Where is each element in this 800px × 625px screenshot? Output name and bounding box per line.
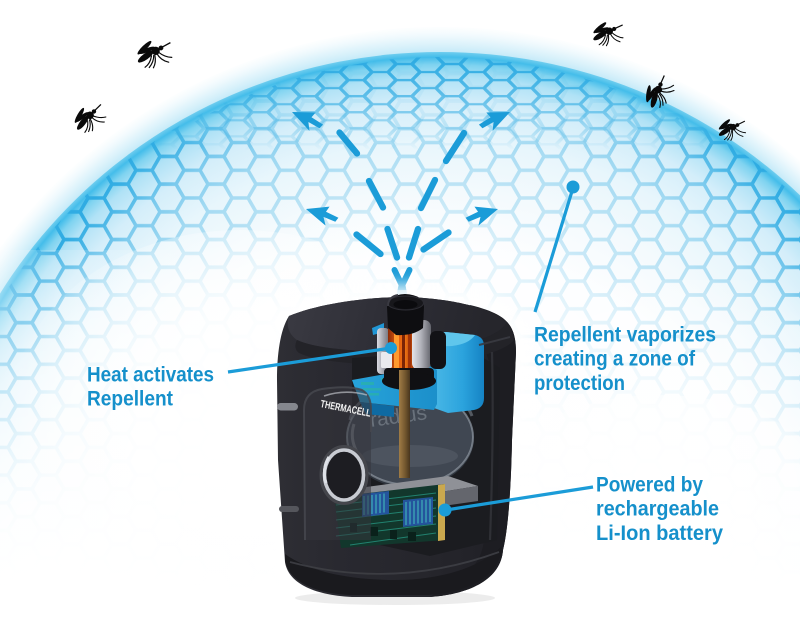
svg-text:rechargeable: rechargeable (596, 498, 719, 521)
svg-text:protection: protection (534, 372, 625, 395)
svg-text:Repellent: Repellent (87, 388, 173, 411)
svg-text:Heat activates: Heat activates (87, 364, 214, 387)
svg-text:Repellent vaporizes: Repellent vaporizes (534, 324, 716, 347)
svg-text:Powered by: Powered by (596, 474, 703, 497)
svg-text:Li-Ion battery: Li-Ion battery (596, 522, 723, 545)
svg-text:creating a zone of: creating a zone of (534, 348, 696, 371)
